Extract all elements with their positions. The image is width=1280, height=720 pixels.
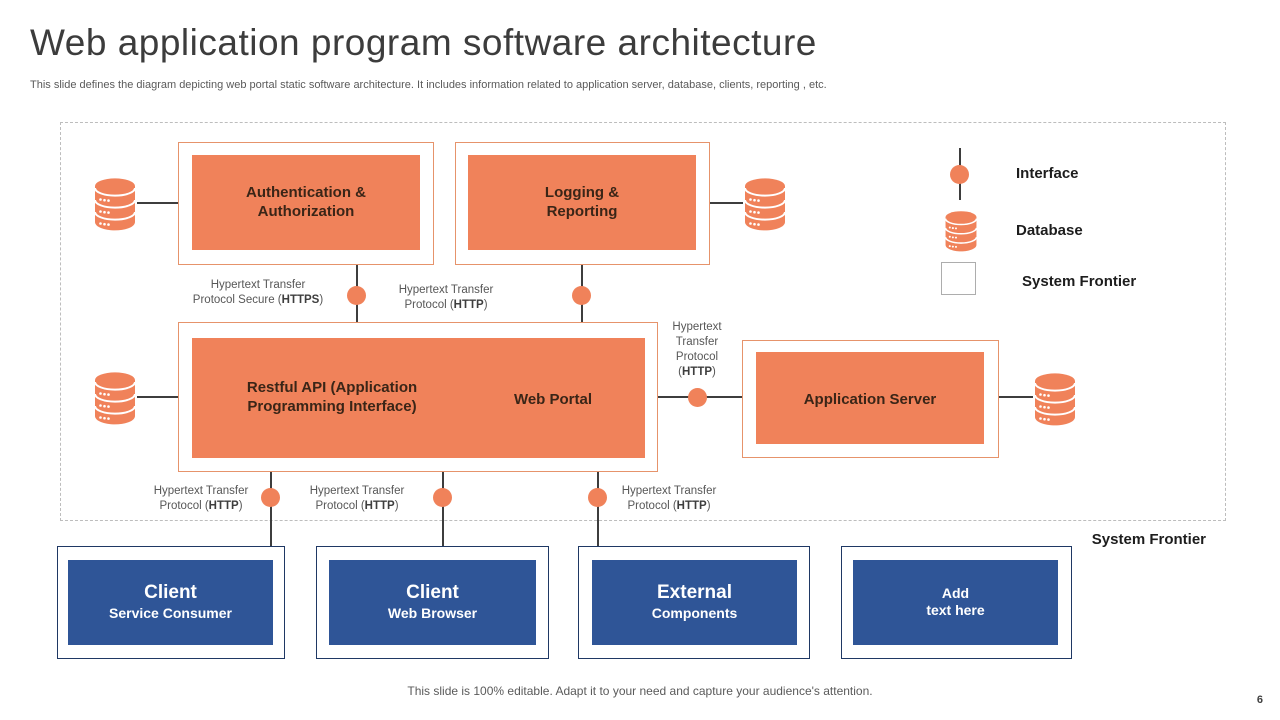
client-service-consumer-title: Client xyxy=(144,582,197,604)
page-number: 6 xyxy=(1256,694,1263,706)
interface-dot-bottom-right xyxy=(588,488,607,507)
connector-db-to-restful xyxy=(137,396,178,398)
footer-note: This slide is 100% editable. Adapt it to… xyxy=(407,684,873,698)
connector-logging-to-db xyxy=(710,202,743,204)
slide-description: This slide defines the diagram depicting… xyxy=(30,79,827,91)
client-service-consumer-box: Client Service Consumer xyxy=(68,560,273,645)
connector-webportal-to-client2 xyxy=(442,472,444,546)
legend-database-label: Database xyxy=(1016,222,1083,239)
system-frontier-bottom-label: System Frontier xyxy=(1091,531,1206,548)
auth-box xyxy=(192,155,420,250)
connector-webportal-to-external xyxy=(597,472,599,546)
app-server-box xyxy=(756,352,984,444)
system-frontier-boundary xyxy=(60,122,1226,521)
auth-box-label: Authentication & Authorization xyxy=(246,184,366,220)
https-protocol-label: Hypertext Transfer Protocol Secure (HTTP… xyxy=(192,279,324,306)
external-components-title: External xyxy=(657,582,732,604)
database-icon-mid-right xyxy=(1033,372,1077,426)
web-portal-box xyxy=(192,338,645,458)
legend-database-icon xyxy=(944,210,978,252)
legend-interface-label: Interface xyxy=(1016,165,1079,182)
add-text-placeholder-line1: Add xyxy=(941,585,970,602)
http-protocol-label-bottom-left: Hypertext Transfer Protocol (HTTP) xyxy=(153,485,249,512)
database-icon-top-left xyxy=(93,177,137,231)
connector-webportal-to-client1 xyxy=(270,472,272,546)
http-protocol-label-bottom-right: Hypertext Transfer Protocol (HTTP) xyxy=(621,485,717,512)
interface-dot-https xyxy=(347,286,366,305)
legend-interface-dot xyxy=(950,165,969,184)
interface-dot-bottom-left xyxy=(261,488,280,507)
http-protocol-label-right: Hypertext Transfer Protocol (HTTP) xyxy=(672,321,722,378)
connector-db-to-auth xyxy=(137,202,178,204)
page-title: Web application program software archite… xyxy=(30,22,817,63)
client-web-browser-subtitle: Web Browser xyxy=(387,605,478,622)
client-web-browser-title: Client xyxy=(406,582,459,604)
interface-dot-http-right xyxy=(688,388,707,407)
logging-box xyxy=(468,155,696,250)
client-service-consumer-subtitle: Service Consumer xyxy=(109,605,232,622)
database-icon-top-right xyxy=(743,177,787,231)
connector-appserver-to-db xyxy=(999,396,1033,398)
logging-box-label: Logging & Reporting xyxy=(544,184,620,220)
web-portal-label: Web Portal xyxy=(513,391,593,408)
interface-dot-bottom-mid xyxy=(433,488,452,507)
add-text-placeholder-line2: text here xyxy=(926,602,985,619)
interface-dot-http-top xyxy=(572,286,591,305)
legend-frontier-swatch xyxy=(941,262,976,295)
legend-frontier-label: System Frontier xyxy=(1022,273,1137,290)
app-server-label: Application Server xyxy=(803,391,937,408)
restful-api-label: Restful API (Application Programming Int… xyxy=(246,379,418,415)
http-protocol-label-top: Hypertext Transfer Protocol (HTTP) xyxy=(398,284,494,311)
client-web-browser-box: Client Web Browser xyxy=(329,560,536,645)
add-text-placeholder-box: Add text here xyxy=(853,560,1058,645)
external-components-box: External Components xyxy=(592,560,797,645)
http-protocol-label-bottom-mid: Hypertext Transfer Protocol (HTTP) xyxy=(309,485,405,512)
external-components-subtitle: Components xyxy=(651,605,738,622)
database-icon-mid-left xyxy=(93,371,137,425)
